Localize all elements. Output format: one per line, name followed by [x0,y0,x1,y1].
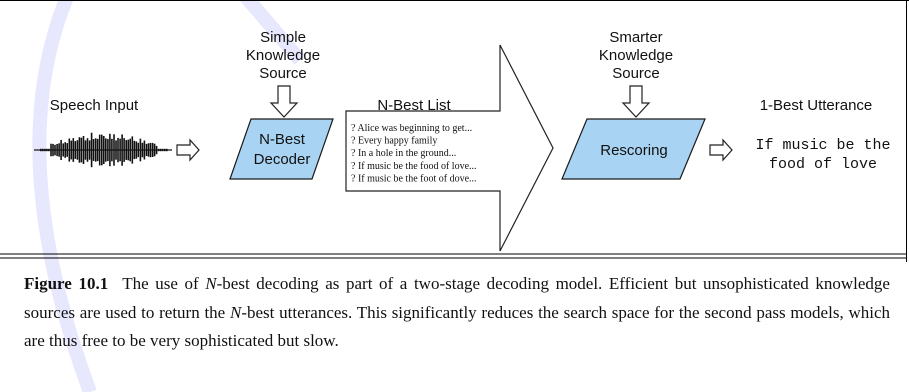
caption-n-2: N [229,302,242,322]
best-utterance-line-2: food of love [769,156,877,173]
best-utterance-line-1: If music be the [755,137,890,154]
caption-text-3: -best utterances. This significantly red… [24,302,890,351]
caption-n-1: N [205,274,217,293]
smarter-source-line-1: Smarter [609,29,662,46]
best-utterance-title: 1-Best Utterance [760,97,873,114]
simple-source-line-1: Simple [260,29,306,46]
nbest-items: ? Alice was beginning to get... ? Every h… [351,123,477,184]
rescoring-label: Rescoring [600,142,668,159]
decoder-line-1: N-Best [259,131,306,148]
right-arrow-icon-2 [709,138,733,162]
right-arrow-icon [176,138,200,162]
figure-label: Figure 10.1 [24,274,109,293]
nbest-item: ? If music be the foot of dove... [351,173,477,184]
speech-input-label: Speech Input [50,97,139,114]
nbest-list-title: N-Best List [377,97,451,114]
decoder-line-2: Decoder [254,151,311,168]
nbest-item: ? In a hole in the ground... [351,148,456,159]
rescoring-box: Rescoring [561,118,706,180]
watermark [32,0,306,392]
nbest-item: ? Alice was beginning to get... [351,123,472,134]
nbest-list-arrow [345,44,554,252]
figure-caption: Figure 10.1 The use of N-best decoding as… [24,270,890,356]
caption-text-1: The use of [122,274,206,293]
smarter-source-line-2: Knowledge [599,47,673,64]
smarter-source-line-3: Source [612,65,660,82]
caption-text-2: -best decoding as part of a two-stage de… [24,274,890,322]
simple-source-line-2: Knowledge [246,47,320,64]
nbest-item: ? Every happy family [351,136,437,147]
nbest-item: ? If music be the food of love... [351,161,477,172]
nbest-decoder-box: N-Best Decoder [229,118,334,180]
waveform-icon [34,132,172,168]
down-arrow-icon [269,85,299,118]
simple-source-line-3: Source [259,65,307,82]
down-arrow-icon-2 [621,85,651,118]
